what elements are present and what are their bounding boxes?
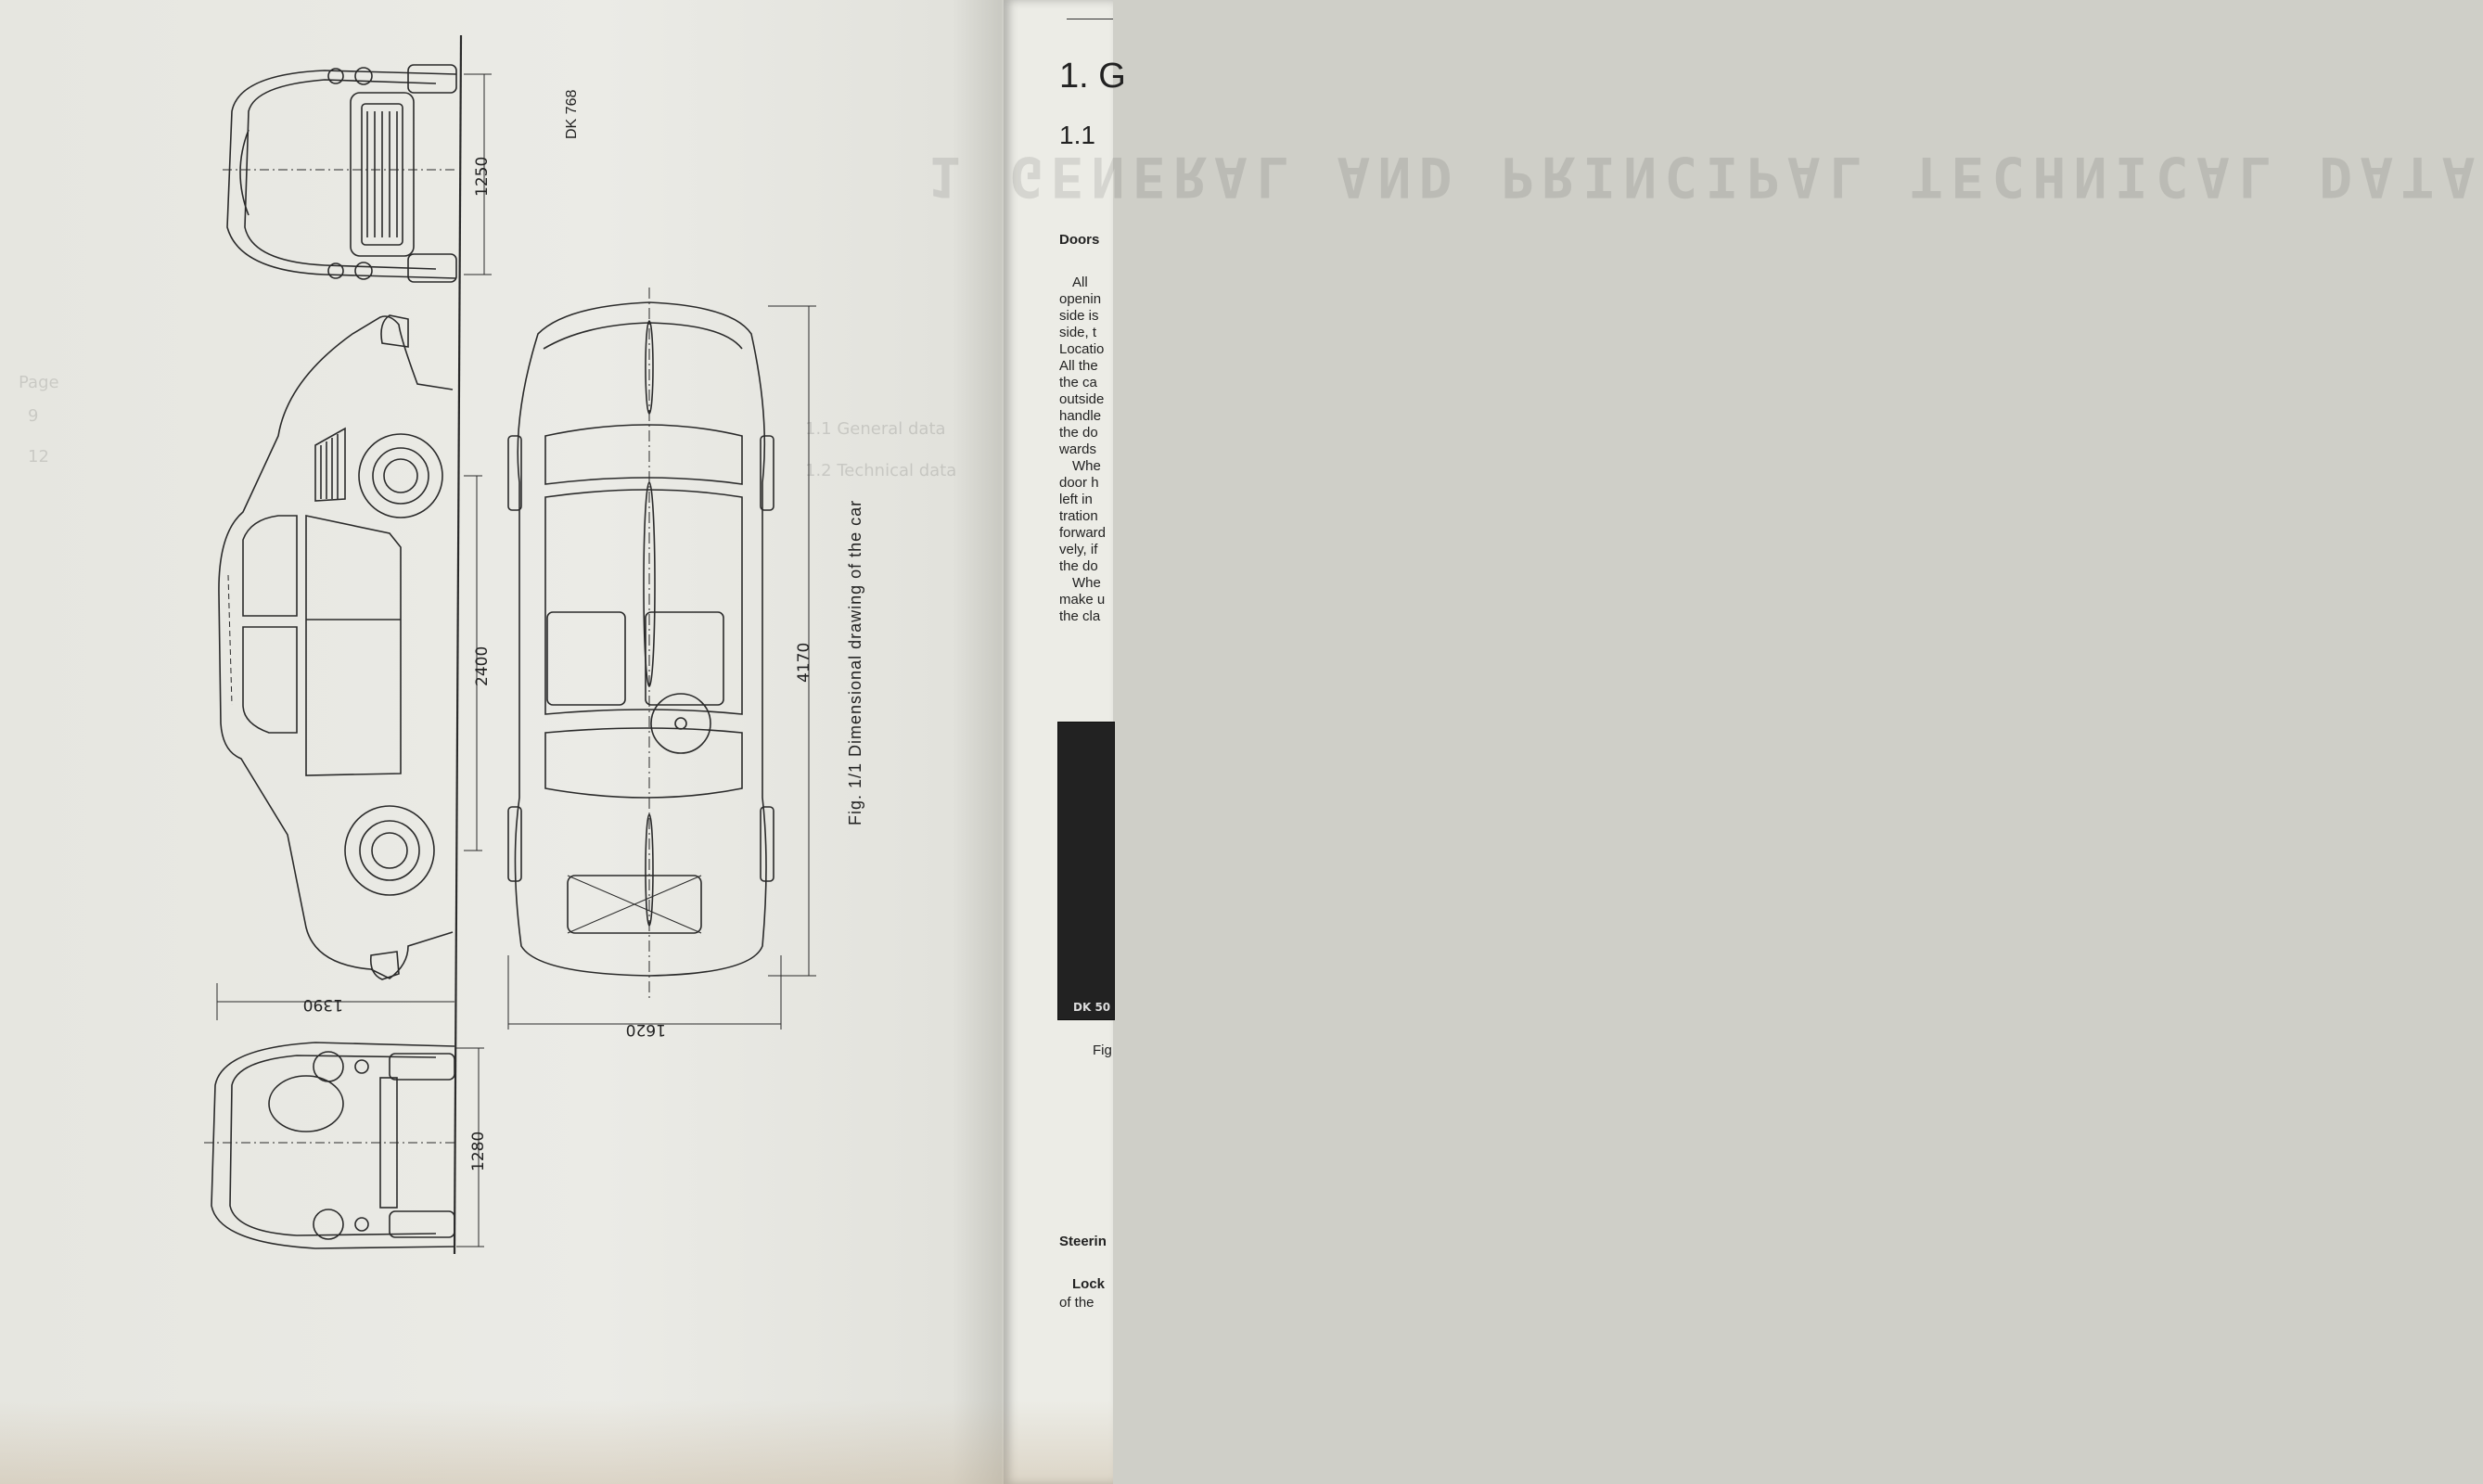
- doors-label: Doors: [1059, 232, 1100, 248]
- ground-line: [453, 34, 463, 1255]
- dim-overall-width: 1620: [625, 1020, 666, 1039]
- dim-wheelbase: 2400: [473, 646, 492, 686]
- end-view-top: [223, 64, 492, 283]
- ghost-toc-page-2: 12: [28, 447, 49, 467]
- ghost-heading: 1 GENERAL AND PRINCIPAL TECHNICAL DATA: [928, 144, 2483, 209]
- right-page-body: All openin side is side, t Locatio All t…: [1059, 275, 1107, 624]
- right-page-subheading: 1.1: [1059, 121, 1095, 149]
- end-view-bottom: [204, 1042, 484, 1249]
- left-page: [0, 0, 1002, 1484]
- lock-label: Lock: [1072, 1276, 1106, 1292]
- ghost-toc-page-1: 9: [28, 406, 39, 426]
- drawing-reference-code: DK 768: [564, 89, 580, 139]
- right-page-heading: 1. G: [1059, 57, 1126, 96]
- lock-line: of the: [1059, 1295, 1094, 1311]
- page-stain: [0, 1401, 1113, 1484]
- dimensional-drawing: [204, 34, 816, 1255]
- ghost-toc-item-2: 1.2 Technical data: [805, 461, 957, 480]
- right-page-photo: DK 50: [1057, 722, 1115, 1020]
- photo-code: DK 50: [1073, 1001, 1111, 1014]
- side-view: [218, 314, 482, 980]
- dim-front-track: 1250: [473, 156, 492, 197]
- ghost-toc-item-1: 1.1 General data: [805, 419, 946, 439]
- right-page-fig-label: Fig: [1093, 1043, 1112, 1058]
- plan-view: [507, 288, 816, 1030]
- dim-rear-track: 1280: [469, 1131, 488, 1171]
- figure-caption: Fig. 1/1 Dimensional drawing of the car: [846, 499, 864, 825]
- ghost-toc-page: Page: [19, 373, 59, 392]
- dim-overall-length: 4170: [795, 642, 813, 683]
- dim-height: 1390: [302, 995, 343, 1014]
- steering-label: Steerin: [1059, 1234, 1107, 1249]
